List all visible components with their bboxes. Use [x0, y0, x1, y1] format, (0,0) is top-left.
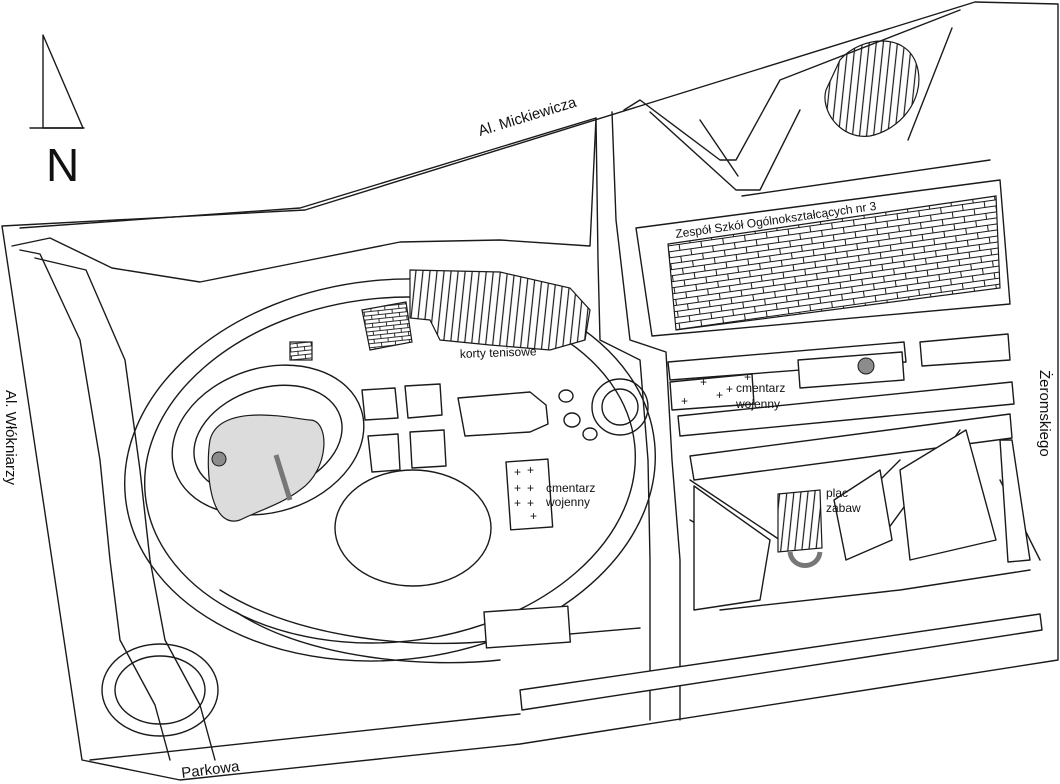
monument-west [211, 451, 227, 467]
west-lawn-outer [171, 364, 365, 516]
plaza-block-3 [367, 433, 401, 473]
main-avenue-west-edge [595, 117, 651, 721]
southeast-lawn-1 [693, 485, 771, 611]
roundabout-east [591, 378, 649, 436]
cross-marker: + [681, 394, 688, 408]
pond-bridge [273, 454, 293, 501]
northeast-paths [623, 9, 991, 197]
east-strip-1 [667, 341, 907, 381]
cemetery-east-crosses: + + + + + [681, 370, 751, 408]
southeast-strip [689, 413, 1013, 481]
plaza-block-1 [361, 387, 399, 421]
west-path-inner [19, 249, 171, 761]
monument-east [857, 357, 875, 375]
cross-marker: + [527, 463, 534, 477]
cross-marker: + [514, 481, 521, 495]
cross-marker: + [527, 496, 534, 510]
south-path-1 [89, 713, 521, 761]
street-label-west: Al. Włókniarzy [2, 390, 19, 486]
street-label-east: Żeromskiego [1036, 370, 1054, 457]
east-strip-3 [677, 381, 1015, 437]
main-avenue-east-edge [611, 111, 681, 721]
cross-marker: + [744, 370, 751, 384]
plaza-dot-1 [558, 389, 574, 403]
street-label-south: Parkowa [180, 758, 241, 782]
cross-marker: + [716, 388, 723, 402]
small-building-west [289, 341, 313, 361]
plaza-dot-2 [563, 412, 581, 428]
roundabout-southwest-inner [114, 655, 206, 725]
main-oval-path-outer [124, 278, 656, 662]
playground-label-1: plac [826, 486, 848, 500]
plaza-block-4 [409, 429, 447, 469]
cross-marker: + [527, 481, 534, 495]
main-oval-path-inner [143, 296, 637, 644]
cross-marker: + [530, 509, 537, 523]
tennis-courts [409, 269, 591, 351]
small-building-tennis [361, 301, 413, 351]
south-edge-strip [519, 613, 1043, 711]
south-lawn-block [483, 605, 572, 649]
cross-marker: + [514, 496, 521, 510]
cemetery-west-label-2: wojenny [545, 495, 590, 509]
playground [777, 489, 823, 553]
cemetery-east-label-2: wojenny [735, 397, 780, 411]
east-strip-2 [919, 333, 1011, 367]
cemetery-east-label-1: cmentarz [736, 381, 785, 395]
southeast-lawn-3 [833, 469, 893, 561]
cross-marker: + [726, 382, 733, 396]
plaza-dot-3 [582, 427, 598, 441]
cemetery-west-crosses: + + + + + + + [514, 463, 537, 523]
outer-path-ring [11, 117, 597, 283]
west-path-outer [34, 257, 216, 761]
cemetery-west [505, 458, 554, 531]
monument-block-east [797, 351, 905, 389]
cross-marker: + [700, 375, 707, 389]
playground-label-2: zabaw [826, 501, 861, 515]
cemetery-west-label-1: cmentarz [546, 481, 595, 495]
street-label-north: Al. Mickiewicza [476, 94, 579, 140]
southeast-lawn-4 [999, 439, 1031, 563]
plaza-block-5 [457, 391, 549, 437]
cross-marker: + [514, 465, 521, 479]
plaza-block-2 [404, 383, 443, 419]
north-arrow-icon: N [29, 34, 85, 191]
tennis-label: korty tenisowe [460, 344, 537, 361]
roundabout-east-inner [601, 388, 639, 426]
hatched-oval-northeast [824, 40, 920, 137]
central-lawn [334, 469, 492, 587]
roundabout-southwest-outer [101, 643, 219, 737]
playground-arc [787, 551, 823, 568]
cemetery-east [669, 373, 755, 411]
southeast-lawn-2 [899, 429, 997, 561]
south-path-2 [219, 589, 641, 645]
school-building [667, 195, 1001, 331]
compass-letter: N [46, 139, 79, 191]
south-path-3 [235, 611, 501, 664]
pond [207, 414, 325, 522]
